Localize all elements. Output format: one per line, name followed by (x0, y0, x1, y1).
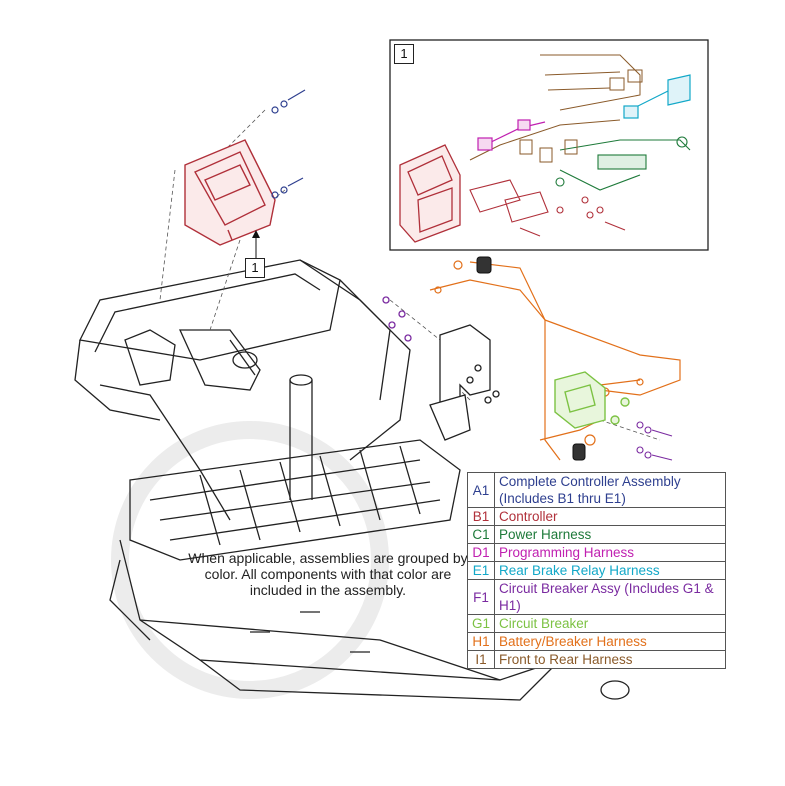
screws-main (271, 89, 306, 199)
arrowhead-icon (252, 230, 260, 238)
legend-label: Complete Controller Assembly (Includes B… (494, 472, 726, 508)
mounting-bracket (382, 296, 500, 441)
terminal-boots (476, 256, 586, 461)
inset-components (469, 179, 626, 237)
legend-label: Circuit Breaker Assy (Includes G1 & H1) (494, 579, 726, 615)
legend-label: Circuit Breaker (494, 614, 726, 633)
legend-code: C1 (467, 525, 495, 544)
legend-code: G1 (467, 614, 495, 633)
legend-label: Power Harness (494, 525, 726, 544)
legend-code: A1 (467, 472, 495, 508)
legend-label: Controller (494, 507, 726, 526)
legend-label: Battery/Breaker Harness (494, 632, 726, 651)
legend-code: F1 (467, 579, 495, 615)
inset-controller (399, 144, 461, 243)
legend-label: Front to Rear Harness (494, 650, 726, 669)
inset-programming-harness (477, 119, 546, 151)
callout-number-main: 1 (245, 258, 265, 278)
breaker-hardware (636, 421, 673, 461)
callout-number-inset: 1 (394, 44, 414, 64)
inset-wiring (469, 54, 643, 163)
legend-code: B1 (467, 507, 495, 526)
legend-code: D1 (467, 543, 495, 562)
legend-code: H1 (467, 632, 495, 651)
inset-relay-harness (623, 74, 691, 119)
assembly-color-note: When applicable, assemblies are grouped … (188, 550, 468, 598)
inset-power-harness (555, 136, 691, 191)
legend-label: Programming Harness (494, 543, 726, 562)
legend-label: Rear Brake Relay Harness (494, 561, 726, 580)
circuit-breaker (554, 371, 630, 429)
legend-code: I1 (467, 650, 495, 669)
legend-code: E1 (467, 561, 495, 580)
controller-main (184, 139, 276, 246)
